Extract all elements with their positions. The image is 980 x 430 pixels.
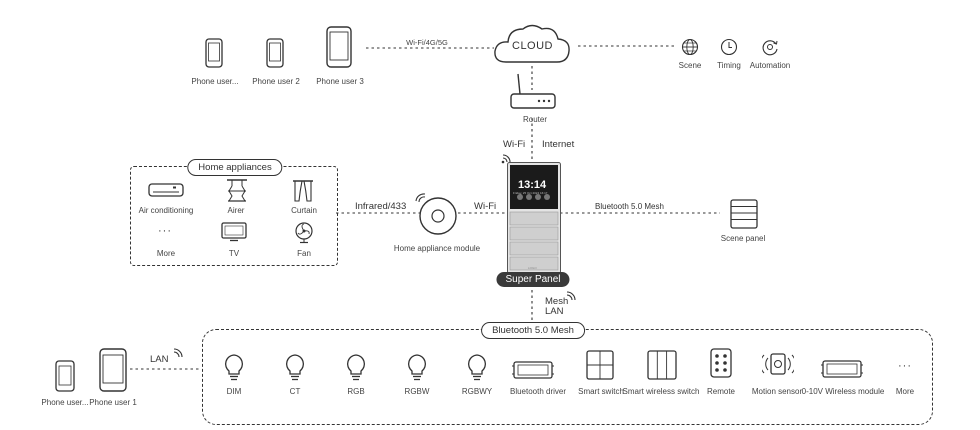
automation-service-label: Automation: [749, 61, 791, 70]
scene-service-label: Scene: [678, 61, 702, 70]
phone-user-top-1-icon[interactable]: [205, 38, 223, 73]
air-conditioner-icon[interactable]: [148, 183, 184, 202]
router-label: Router: [522, 115, 548, 124]
tv-label: TV: [228, 249, 240, 258]
infrared-433-link-label: Infrared/433: [355, 201, 407, 212]
super-panel-device[interactable]: [507, 162, 561, 279]
panel-clock-text: 13:14: [518, 179, 547, 191]
dim-label: DIM: [226, 387, 242, 396]
module-signal-icon: [413, 190, 427, 208]
module-wifi-link-label: Wi-Fi: [474, 201, 497, 212]
wireless-module-icon[interactable]: [820, 360, 864, 383]
scene-panel-icon[interactable]: [730, 199, 758, 234]
phone-user-top-3-label: Phone user 3: [316, 77, 364, 86]
ct-label: CT: [289, 387, 301, 396]
globe-icon[interactable]: [681, 38, 699, 61]
clock-icon[interactable]: [720, 38, 738, 61]
phone-user-bottom-1-label: Phone user...: [41, 398, 89, 407]
bluetooth-mesh-title: Bluetooth 5.0 Mesh: [481, 322, 585, 339]
lan-link-label: LAN: [150, 354, 169, 365]
tv-icon[interactable]: [221, 222, 247, 247]
automation-icon[interactable]: [761, 38, 779, 61]
phone-user-top-2-label: Phone user 2: [252, 77, 300, 86]
wifi-4g-5g-link-label: Wi-Fi/4G/5G: [406, 38, 448, 47]
bluetooth-driver-label: Bluetooth driver: [509, 387, 567, 396]
mesh-link-label: Mesh: [545, 296, 569, 307]
remote-icon[interactable]: [710, 348, 732, 383]
super-panel-label: Super Panel: [496, 272, 570, 287]
remote-label: Remote: [706, 387, 736, 396]
bluetooth-mesh-link-label: Bluetooth 5.0 Mesh: [595, 202, 664, 211]
phone-user-bottom-2-label: Phone user 1: [89, 398, 137, 407]
panel-date-text: Friday, 25 Oct 2024 16:17: [513, 191, 548, 195]
wifi-signal-icon: [500, 152, 514, 170]
phone-user-top-1-label: Phone user...: [191, 77, 239, 86]
air-conditioning-label: Air conditioning: [138, 206, 194, 215]
fan-icon[interactable]: [293, 222, 315, 249]
bulb-dim-icon[interactable]: [224, 354, 244, 387]
bluetooth-driver-icon[interactable]: [511, 361, 555, 384]
mesh-signal-icon: [565, 289, 577, 307]
airer-label: Airer: [227, 206, 245, 215]
timing-service-label: Timing: [717, 61, 741, 70]
bulb-rgb-icon[interactable]: [346, 354, 366, 387]
wifi-link-label: Wi-Fi: [503, 139, 526, 150]
cloud-icon: [492, 20, 572, 71]
smart-switch-label: Smart switch: [578, 387, 624, 396]
curtain-label: Curtain: [291, 206, 317, 215]
scene-panel-label: Scene panel: [720, 234, 766, 243]
wireless-module-label: 0-10V Wireless module: [801, 387, 885, 396]
smart-switch-icon[interactable]: [586, 350, 614, 385]
lan-signal-icon: [172, 346, 184, 364]
internet-link-label: Internet: [542, 139, 575, 150]
panel-brand-text: LOGO: [528, 266, 537, 270]
smart-wireless-switch-icon[interactable]: [647, 350, 677, 385]
motion-sensor-icon[interactable]: [759, 351, 797, 382]
rgbwy-label: RGBWY: [461, 387, 493, 396]
airer-icon[interactable]: [225, 178, 249, 209]
home-appliance-module-icon[interactable]: [418, 196, 458, 241]
curtain-icon[interactable]: [292, 179, 314, 208]
more-devices-icon: ···: [898, 360, 912, 372]
router-icon: [509, 72, 557, 117]
more-appliances-label: More: [156, 249, 176, 258]
bulb-rgbwy-icon[interactable]: [467, 354, 487, 387]
rgbw-label: RGBW: [404, 387, 430, 396]
motion-sensor-label: Motion sensor: [751, 387, 803, 396]
lan-vertical-link-label: LAN: [545, 306, 564, 317]
bulb-rgbw-icon[interactable]: [407, 354, 427, 387]
home-appliance-module-label: Home appliance module: [393, 244, 481, 253]
rgb-label: RGB: [347, 387, 365, 396]
fan-label: Fan: [297, 249, 311, 258]
phone-user-bottom-2-icon[interactable]: [99, 348, 127, 397]
home-appliances-title: Home appliances: [187, 159, 283, 176]
phone-user-top-2-icon[interactable]: [266, 38, 284, 73]
phone-user-bottom-1-icon[interactable]: [55, 360, 75, 397]
more-devices-label: More: [895, 387, 915, 396]
more-icon: ···: [158, 225, 172, 237]
phone-user-top-3-icon[interactable]: [326, 26, 352, 73]
bulb-ct-icon[interactable]: [285, 354, 305, 387]
cloud-label: CLOUD: [512, 40, 554, 52]
smart-wireless-switch-label: Smart wireless switch: [622, 387, 700, 396]
